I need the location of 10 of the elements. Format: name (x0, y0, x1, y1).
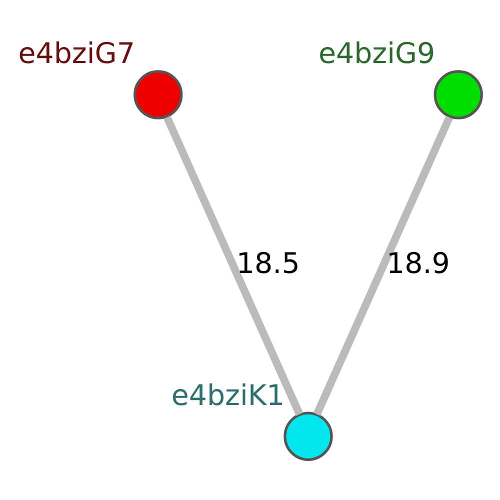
connector (313, 116, 453, 416)
node-circle (284, 412, 333, 461)
node-circle (434, 70, 483, 120)
node-label: e4bziK1 (171, 378, 285, 412)
node-circle (134, 70, 183, 120)
node-label: e4bziG7 (18, 37, 135, 70)
connector (164, 116, 304, 416)
node-label: e4bziG9 (318, 37, 436, 70)
edge-label: 18.9 (386, 246, 450, 280)
edge-label: 18.5 (236, 246, 300, 280)
